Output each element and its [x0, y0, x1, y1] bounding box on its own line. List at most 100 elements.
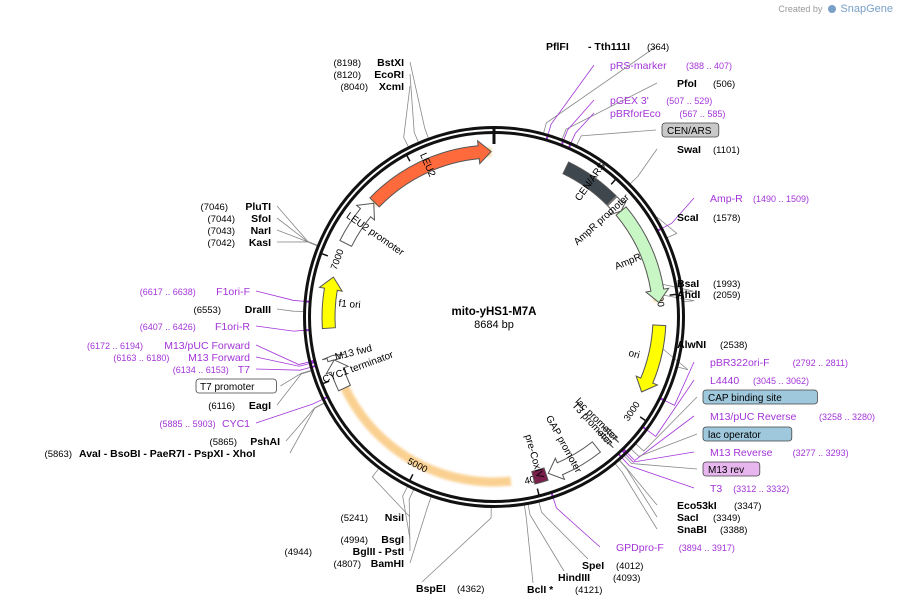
leader-box-cap-binding-site — [634, 396, 698, 452]
enzyme-eagi: EagI — [249, 400, 271, 412]
feature-pre-coxiv[interactable] — [531, 467, 549, 485]
feature-m13-fwd[interactable] — [322, 353, 345, 363]
feature-label-ampr: AmpR — [613, 252, 643, 273]
enzyme-pflfi: PflFI — [546, 41, 569, 53]
feature-lac-promoter[interactable] — [602, 425, 620, 443]
enzyme-alwni: AlwNI — [677, 339, 706, 351]
primer-pgex-3: pGEX 3' — [610, 95, 649, 107]
leader-bspei — [421, 506, 492, 583]
feature-ampr-promoter[interactable] — [606, 195, 628, 216]
leader-ecori — [409, 73, 420, 144]
feature-box-label-lac-operator: lac operator — [708, 430, 761, 441]
enzyme-bstxi: BstXI — [377, 57, 404, 69]
primer-range-prs-marker: (388 .. 407) — [686, 61, 732, 71]
leader-bsgi — [402, 485, 411, 540]
primer-range-pbr322ori-f: (2792 .. 2811) — [793, 358, 848, 368]
leader-box-t7-promoter — [280, 369, 313, 387]
leader-primer-prs-marker — [547, 64, 595, 136]
credit-prefix: Created by — [778, 4, 823, 14]
primer-range-m13-reverse: (3277 .. 3293) — [793, 448, 849, 458]
enzyme-coord-sfoi: (7044) — [208, 214, 235, 225]
leader-primer-gpdpro-f — [552, 496, 601, 548]
feature-gap-promoter[interactable] — [547, 441, 602, 481]
feature-label-pre-coxiv: pre-CoxIV — [522, 433, 545, 480]
tick-7000 — [320, 252, 329, 257]
primer-f1ori-r: F1ori-R — [215, 321, 250, 333]
enzyme-coord-bamhi: (4807) — [334, 559, 361, 570]
feature-f1-ori[interactable] — [318, 276, 344, 330]
enzyme-coord-nsii: (5241) — [341, 513, 368, 524]
leader-bglii-psti — [408, 488, 415, 552]
feature-leu2[interactable] — [369, 139, 492, 208]
primer-pbrforeco: pBRforEco — [610, 108, 661, 120]
primer-range-m13-puc-reverse: (3258 .. 3280) — [819, 412, 875, 422]
site-labels: PflFI- Tth111I(364)PfoI(506)SwaI(1101)Sc… — [45, 41, 876, 596]
feature-leu2-promoter[interactable] — [339, 202, 376, 247]
leader-saci — [618, 459, 658, 518]
plasmid-size: 8684 bp — [474, 319, 514, 331]
leader-pluti — [276, 205, 319, 247]
leader-bsai — [656, 282, 694, 294]
feature-box-label-cap-binding-site: CAP binding site — [708, 393, 782, 404]
leader-primer-t7 — [255, 366, 312, 371]
leader-primer-t3 — [621, 456, 695, 489]
enzyme-bsai: BsaI — [677, 278, 699, 290]
tick-3000 — [639, 416, 647, 422]
enzyme-coord-bglii-psti: (4944) — [285, 547, 312, 558]
feature-ori[interactable] — [635, 324, 667, 393]
enzyme-pfoi: PfoI — [677, 78, 697, 90]
leader-eagi — [276, 370, 313, 406]
feature-box-cen-ars[interactable] — [661, 122, 720, 138]
enzyme-draiii: DraIII — [245, 304, 271, 316]
enzyme-ecori: EcoRI — [374, 69, 404, 81]
leader-kasi — [276, 241, 319, 247]
primer-gpdpro-f: GPDpro-F — [616, 542, 664, 554]
leader-swai — [629, 148, 658, 185]
feature-box-cap-binding-site[interactable] — [702, 389, 818, 405]
primer-range-l4440: (3045 .. 3062) — [753, 376, 809, 386]
enzyme-coord-hindiii: (4093) — [613, 573, 640, 584]
enzyme-coord-eagi: (6116) — [208, 401, 235, 412]
primer-l4440: L4440 — [710, 375, 739, 387]
enzyme-coord-saci: (3349) — [713, 513, 740, 524]
leader-primer-l4440 — [646, 379, 695, 437]
feature-cyc1-terminator[interactable] — [325, 359, 352, 392]
tick-5000 — [408, 473, 414, 482]
highlight-band-1 — [332, 364, 512, 487]
feature-box-lac-operator[interactable] — [702, 426, 793, 442]
tick-6000 — [321, 380, 330, 385]
primer-f1ori-f: F1ori-F — [216, 286, 250, 298]
enzyme-coord-draiii: (6553) — [194, 305, 221, 316]
primer-range-t3: (3312 .. 3332) — [733, 484, 789, 494]
enzyme-coord-eco53ki: (3347) — [734, 501, 761, 512]
primer-t3: T3 — [710, 483, 722, 495]
leader-scai — [656, 216, 678, 239]
enzyme-xcmi: XcmI — [379, 81, 404, 93]
feature-cen-ars[interactable] — [562, 161, 617, 206]
leader-primer-pbrforeco — [570, 112, 595, 144]
enzyme-spei: SpeI — [582, 560, 604, 572]
enzyme-coord-pluti: (7046) — [201, 202, 228, 213]
enzyme-nsii: NsiI — [385, 512, 404, 524]
enzyme-bcli: BclI * — [527, 584, 554, 596]
plasmid-name: mito-yHS1-M7A — [452, 306, 537, 318]
leader-bamhi — [409, 495, 432, 564]
primer-range-pbrforeco: (567 .. 585) — [679, 109, 725, 119]
feature-box-t7-promoter[interactable] — [195, 378, 277, 394]
enzyme-row-names: AvaI - BsoBI - PaeR7I - PspXI - XhoI — [79, 448, 255, 460]
leader-enzyme-row — [289, 402, 326, 454]
leader-pshai — [285, 402, 326, 442]
feature-box-m13-rev[interactable] — [702, 461, 761, 477]
enzyme-coord-pflfi: (364) — [647, 42, 669, 53]
enzyme-sfoi: SfoI — [251, 213, 271, 225]
feature-t3-promoter[interactable] — [597, 430, 614, 449]
enzyme-eco53ki: Eco53kI — [677, 500, 717, 512]
leader-pflfi — [542, 45, 658, 135]
leader-box-cen-ars — [575, 129, 657, 147]
feature-ampr[interactable] — [615, 206, 670, 304]
enzyme-bglii-psti: BglII - PstI — [353, 546, 404, 558]
tick-2000 — [669, 293, 678, 296]
enzyme-coord-pshai: (5865) — [210, 437, 237, 448]
primer-m13-reverse: M13 Reverse — [710, 447, 773, 459]
primer-range-f1ori-f: (6617 .. 6638) — [140, 287, 196, 297]
